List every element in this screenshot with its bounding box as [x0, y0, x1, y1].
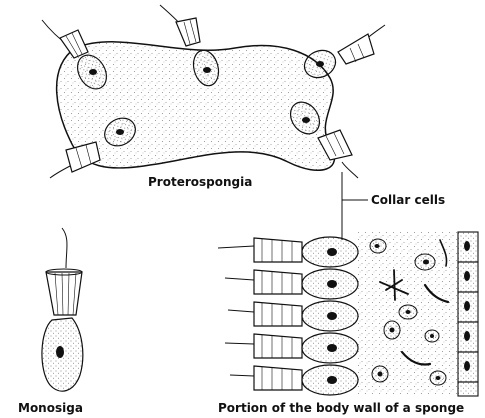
pinacocyte-column — [458, 232, 478, 396]
collar-cells-pointer — [342, 172, 368, 240]
collar-cell-proterospongia — [300, 25, 385, 83]
collar-cell-row — [218, 237, 358, 267]
body-wall-section — [218, 232, 478, 396]
collar-cell-row — [225, 333, 358, 363]
collar-cell-row — [225, 269, 358, 299]
monosiga-cell — [42, 228, 83, 391]
collar-cell-row — [230, 365, 358, 395]
collar-cells-label: Collar cells — [371, 193, 445, 207]
collar-cell-row — [228, 301, 358, 331]
proterospongia-colony — [42, 5, 385, 178]
body-wall-label: Portion of the body wall of a sponge — [218, 401, 464, 415]
proterospongia-label: Proterospongia — [148, 175, 252, 189]
monosiga-label: Monosiga — [18, 401, 83, 415]
